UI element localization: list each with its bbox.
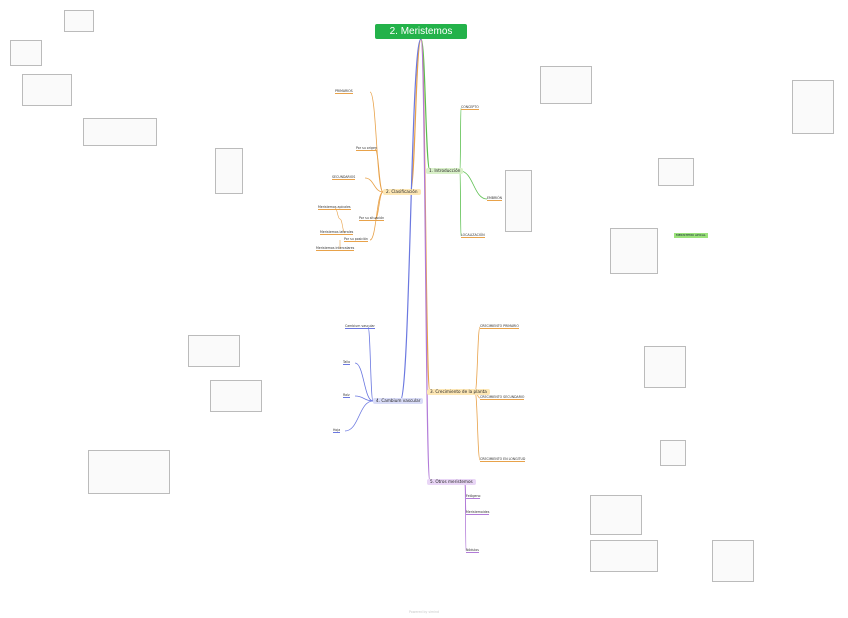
sub-secundarios[interactable]: SECUNDARIOS [332, 175, 356, 180]
sub-apicales[interactable]: Meristemos apicales [318, 205, 351, 210]
sub-concepto[interactable]: CONCEPTO [461, 105, 479, 110]
central-topic[interactable]: 2. Meristemos [375, 24, 467, 39]
sub-nodulos[interactable]: Nódulos [466, 548, 479, 553]
footer-credit: Powered by simind [408, 610, 440, 614]
meristemo-apical-badge: MERISTEMO APICAL [674, 233, 708, 238]
sub-intercalares[interactable]: Meristemos intercalares [316, 246, 355, 251]
illustration-apex-image [64, 10, 94, 32]
edge-crec-longitud [474, 391, 481, 461]
illustration-tissue-image [83, 118, 157, 146]
sub-raiz[interactable]: Raíz [343, 393, 350, 398]
sub-crec-longitud[interactable]: CRECIMIENTO EN LONGITUD [480, 457, 526, 462]
edge-clas-origen [374, 148, 384, 193]
edge-cam-tallo [354, 362, 374, 402]
edge-situacion-laterales [339, 218, 346, 234]
topic-introduccion[interactable]: 1. Introducción [426, 168, 464, 174]
sub-crec-secundario[interactable]: CRECIMIENTO SECUNDARIO [480, 395, 525, 400]
edge-crec-primario [474, 326, 481, 393]
illustration-vascular-image [215, 148, 243, 194]
edge-cam-raiz [354, 395, 374, 402]
illustration-apical-cells-image [658, 158, 694, 186]
edge-root-cambium [399, 38, 422, 402]
illustration-nodule-image [712, 540, 754, 582]
illustration-plant-image [610, 228, 658, 274]
illustration-root-section-image [210, 380, 262, 412]
illustration-stem-section-image [644, 346, 686, 388]
sub-crec-primario[interactable]: CRECIMIENTO PRIMARIO [480, 324, 519, 329]
sub-cambium-concepto[interactable]: Cambium vascular [345, 324, 375, 329]
sub-laterales[interactable]: Meristemos laterales [320, 230, 354, 235]
topic-otros[interactable]: 5. Otros meristemos [427, 479, 476, 485]
edge-intro-embrion [459, 170, 488, 200]
sub-posicion[interactable]: Por su posición [344, 237, 368, 242]
edge-clas-secundarios [364, 177, 384, 193]
edge-intro-concepto [459, 107, 462, 172]
topic-cambium[interactable]: 4. Cambium vascular [373, 398, 424, 404]
edge-root-otros [420, 38, 431, 483]
edge-intro-localizacion [459, 170, 462, 237]
sub-embrion[interactable]: EMBRIÓN [487, 196, 502, 201]
topic-crecimiento[interactable]: 3. Crecimiento de la planta [427, 389, 490, 395]
topic-clasificacion[interactable]: 2. Clasificación [383, 189, 421, 195]
edge-cam-hoja [344, 400, 374, 432]
edge-clas-posicion [369, 191, 384, 241]
sub-felogeno[interactable]: Felógeno [466, 494, 481, 499]
edge-cam-concepto [367, 326, 374, 402]
sub-localizacion[interactable]: LOCALIZACIÓN [461, 233, 485, 238]
illustration-root-tip-image [792, 80, 834, 134]
sub-origen[interactable]: Por su origen [356, 146, 377, 151]
illustration-cells-image [22, 74, 72, 106]
edge-clas-situacion [374, 191, 384, 220]
sub-situacion[interactable]: Por su situación [359, 216, 385, 221]
sub-hoja[interactable]: Hoja [333, 428, 341, 433]
illustration-leaf-section-image [88, 450, 170, 494]
edge-clas-primarios [369, 91, 384, 193]
sub-meristemoides[interactable]: Meristemoides [466, 510, 490, 515]
illustration-growth-image [660, 440, 686, 466]
edge-root-introduccion [420, 38, 431, 172]
illustration-embryo-image [505, 170, 532, 232]
illustration-cork-image [590, 495, 642, 535]
sub-primarios[interactable]: PRIMARIOS [335, 89, 353, 94]
illustration-seedling-image [540, 66, 592, 104]
illustration-tallo-image [10, 40, 42, 66]
edge-situacion-apicales [334, 207, 341, 220]
illustration-stomata-image [590, 540, 658, 572]
sub-tallo[interactable]: Tallo [343, 360, 351, 365]
illustration-cambium-ring-image [188, 335, 240, 367]
